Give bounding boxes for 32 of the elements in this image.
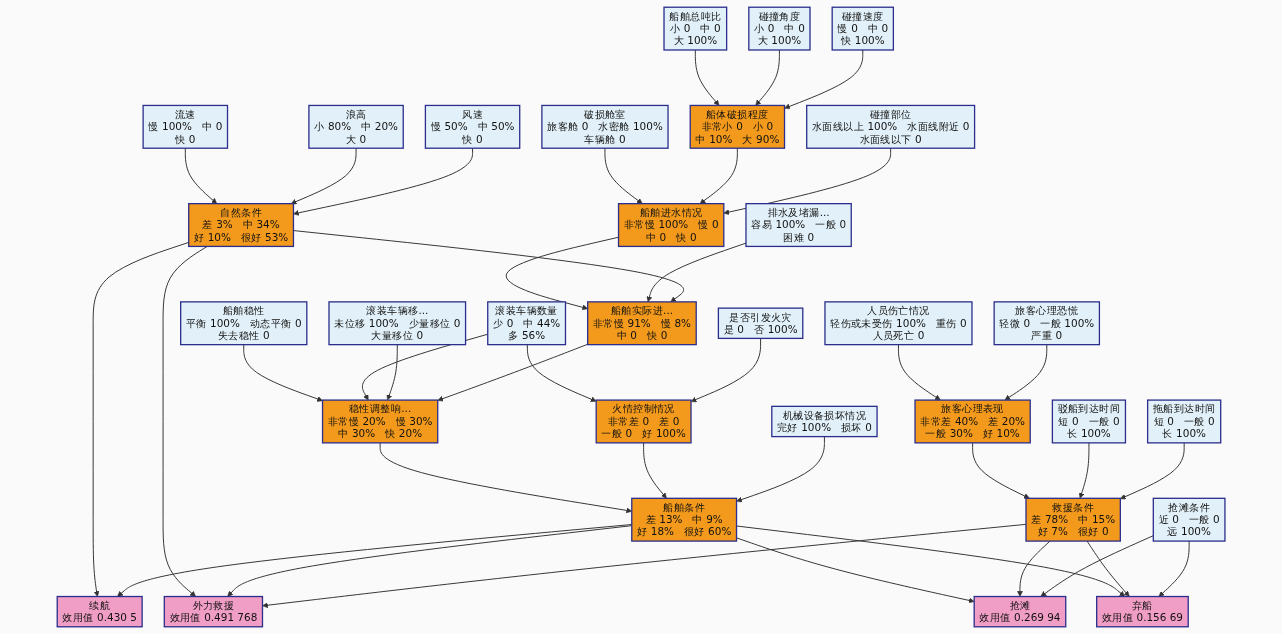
node-box: 风速 慢 50% 中 50% 快 0 <box>424 104 521 149</box>
node-box: 船舶稳性 平衡 100% 动态平衡 0 失去稳性 0 <box>179 301 308 346</box>
node-box: 排水及堵漏... 容易 100% 一般 0 困难 0 <box>745 203 852 248</box>
node-box: 滚装车辆数量 少 0 中 44% 多 56% <box>487 301 567 346</box>
node-box: 抢滩 效用值 0.269 94 <box>973 595 1067 628</box>
node-box: 火情控制情况 非常差 0 差 0 一般 0 好 100% <box>595 399 692 444</box>
node-box: 旅客心理恐慌 轻微 0 一般 100% 严重 0 <box>993 301 1100 346</box>
node-box: 船舶条件 差 13% 中 9% 好 18% 很好 60% <box>631 497 738 542</box>
node-box: 碰撞角度 小 0 中 0 大 100% <box>748 6 811 51</box>
node-box: 弃船 效用值 0.156 69 <box>1095 595 1189 628</box>
node-box: 自然条件 差 3% 中 34% 好 10% 很好 53% <box>187 203 294 248</box>
node-box: 船舶总吨比 小 0 中 0 大 100% <box>663 6 728 51</box>
node-box: 人员伤亡情况 轻伤或未受伤 100% 重伤 0 人员死亡 0 <box>824 301 973 346</box>
node-box: 船舶实际进... 非常慢 91% 慢 8% 中 0 快 0 <box>586 301 697 346</box>
node-box: 外力救援 效用值 0.491 768 <box>163 595 264 628</box>
node-box: 拖船到达时间 短 0 一般 0 长 100% <box>1146 399 1222 444</box>
node-box: 抢滩条件 近 0 一般 0 远 100% <box>1152 497 1226 542</box>
node-box: 船体破损程度 非常小 0 小 0 中 10% 大 90% <box>689 104 786 149</box>
node-box: 机械设备损坏情况 完好 100% 损坏 0 <box>771 405 878 438</box>
node-box: 碰撞速度 慢 0 中 0 快 100% <box>831 6 894 51</box>
node-box: 稳性调整响... 非常慢 20% 慢 30% 中 30% 快 20% <box>321 399 439 444</box>
node-box: 驳船到达时间 短 0 一般 0 长 100% <box>1051 399 1127 444</box>
node-box: 船舶进水情况 非常慢 100% 慢 0 中 0 快 0 <box>617 203 725 248</box>
node-box: 续航 效用值 0.430 5 <box>56 595 143 628</box>
node-box: 浪高 小 80% 中 20% 大 0 <box>308 104 404 149</box>
node-box: 旅客心理表现 非常差 40% 差 20% 一般 30% 好 10% <box>914 399 1031 444</box>
node-box: 是否引发火灾 是 0 否 100% <box>717 307 804 340</box>
node-box: 救援条件 差 78% 中 15% 好 7% 很好 0 <box>1025 497 1121 542</box>
node-box: 滚装车辆移... 未位移 100% 少量移位 0 大量移位 0 <box>328 301 467 346</box>
node-box: 流速 慢 100% 中 0 快 0 <box>142 104 229 149</box>
node-box: 碰撞部位 水面线以上 100% 水面线附近 0 水面线以下 0 <box>806 104 976 149</box>
node-box: 破损舱室 旅客舱 0 水密舱 100% 车辆舱 0 <box>541 104 669 149</box>
